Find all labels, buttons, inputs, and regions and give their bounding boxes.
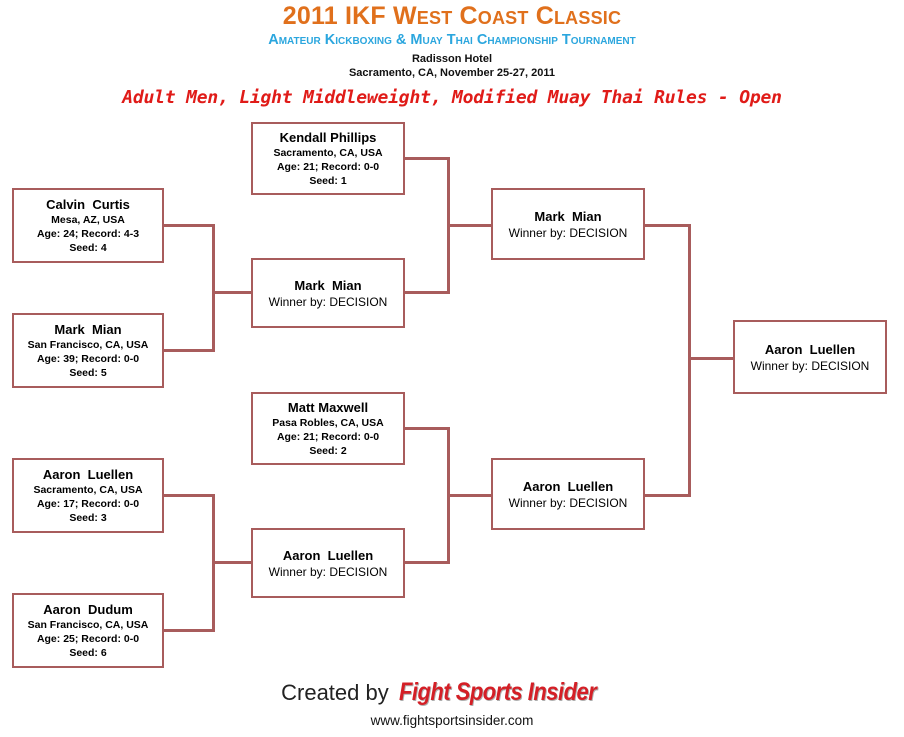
competitor-location: Mesa, AZ, USA <box>51 214 125 226</box>
connector-line <box>403 291 450 294</box>
connector-line <box>212 291 252 294</box>
page-header: 2011 IKF West Coast Classic Amateur Kick… <box>0 0 904 110</box>
competitor-seed: Seed: 5 <box>69 367 107 379</box>
bracket-winner-semifinal-bottom[interactable]: Aaron Luellen Winner by: DECISION <box>491 458 645 530</box>
competitor-seed: Seed: 1 <box>309 175 347 187</box>
competitor-location: Sacramento, CA, USA <box>33 484 143 496</box>
competitor-name: Calvin Curtis <box>46 197 130 212</box>
connector-line <box>163 494 215 497</box>
winner-name: Mark Mian <box>534 208 602 224</box>
connector-line <box>641 494 691 497</box>
competitor-record: Age: 24; Record: 4-3 <box>36 228 140 240</box>
connector-line <box>403 427 450 430</box>
champion-result: Winner by: DECISION <box>750 358 870 373</box>
connector-line <box>163 224 215 227</box>
competitor-location: San Francisco, CA, USA <box>27 619 149 631</box>
competitor-record: Age: 17; Record: 0-0 <box>36 498 140 510</box>
winner-name: Aaron Luellen <box>282 547 374 563</box>
champion-name: Aaron Luellen <box>764 341 856 357</box>
competitor-record: Age: 21; Record: 0-0 <box>276 431 380 443</box>
competitor-location: Sacramento, CA, USA <box>273 147 383 159</box>
connector-line <box>163 629 215 632</box>
bracket-winner-round2-bottom[interactable]: Aaron Luellen Winner by: DECISION <box>251 528 405 598</box>
connector-line <box>403 157 450 160</box>
connector-line <box>212 561 252 564</box>
winner-result: Winner by: DECISION <box>268 564 388 579</box>
competitor-location: San Francisco, CA, USA <box>27 339 149 351</box>
connector-line <box>212 224 215 352</box>
bracket-slot-kendall-phillips[interactable]: Kendall Phillips Sacramento, CA, USA Age… <box>251 122 405 195</box>
winner-name: Mark Mian <box>294 277 362 293</box>
venue-name: Radisson Hotel <box>411 53 493 65</box>
bracket-champion[interactable]: Aaron Luellen Winner by: DECISION <box>733 320 887 394</box>
competitor-location: Pasa Robles, CA, USA <box>272 417 384 429</box>
winner-result: Winner by: DECISION <box>268 294 388 309</box>
competitor-record: Age: 25; Record: 0-0 <box>36 633 140 645</box>
connector-line <box>163 349 215 352</box>
page-subtitle: Amateur Kickboxing & Muay Thai Champions… <box>268 32 636 48</box>
competitor-seed: Seed: 2 <box>309 445 347 457</box>
bracket-winner-semifinal-top[interactable]: Mark Mian Winner by: DECISION <box>491 188 645 260</box>
connector-line <box>688 224 691 497</box>
winner-result: Winner by: DECISION <box>508 225 628 240</box>
connector-line <box>688 357 736 360</box>
website-url: www.fightsportsinsider.com <box>370 713 534 728</box>
competitor-seed: Seed: 3 <box>69 512 107 524</box>
winner-name: Aaron Luellen <box>522 478 614 494</box>
bracket-slot-matt-maxwell[interactable]: Matt Maxwell Pasa Robles, CA, USA Age: 2… <box>251 392 405 465</box>
fight-sports-insider-logo: Fight Sports Insider <box>398 678 597 706</box>
competitor-record: Age: 39; Record: 0-0 <box>36 353 140 365</box>
division-title: Adult Men, Light Middleweight, Modified … <box>122 87 782 108</box>
bracket-slot-calvin-curtis[interactable]: Calvin Curtis Mesa, AZ, USA Age: 24; Rec… <box>12 188 164 263</box>
connector-line <box>403 561 450 564</box>
bracket-winner-round2-top[interactable]: Mark Mian Winner by: DECISION <box>251 258 405 328</box>
connector-line <box>447 224 492 227</box>
page-title: 2011 IKF West Coast Classic <box>282 2 622 30</box>
competitor-name: Mark Mian <box>54 322 122 337</box>
competitor-seed: Seed: 4 <box>69 242 107 254</box>
competitor-name: Aaron Dudum <box>43 602 133 617</box>
page-footer: Created by Fight Sports Insider www.fight… <box>0 678 904 728</box>
created-by-label: Created by <box>281 679 389 705</box>
competitor-record: Age: 21; Record: 0-0 <box>276 161 380 173</box>
winner-result: Winner by: DECISION <box>508 495 628 510</box>
bracket-slot-aaron-luellen[interactable]: Aaron Luellen Sacramento, CA, USA Age: 1… <box>12 458 164 533</box>
connector-line <box>447 494 492 497</box>
competitor-name: Matt Maxwell <box>287 400 369 415</box>
competitor-seed: Seed: 6 <box>69 647 107 659</box>
bracket-slot-aaron-dudum[interactable]: Aaron Dudum San Francisco, CA, USA Age: … <box>12 593 164 668</box>
connector-line <box>641 224 691 227</box>
competitor-name: Aaron Luellen <box>42 467 134 482</box>
event-date: Sacramento, CA, November 25-27, 2011 <box>348 67 556 79</box>
bracket-slot-mark-mian[interactable]: Mark Mian San Francisco, CA, USA Age: 39… <box>12 313 164 388</box>
competitor-name: Kendall Phillips <box>279 130 377 145</box>
